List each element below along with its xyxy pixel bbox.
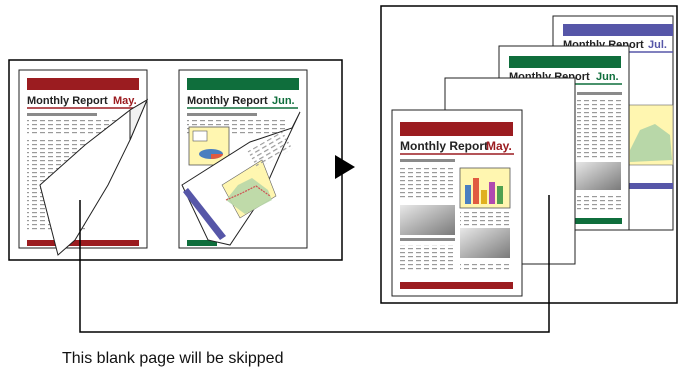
- folded-page-jul: [181, 111, 301, 246]
- photo-thumbnail: [460, 228, 510, 258]
- report-month: Jun.: [596, 71, 619, 83]
- report-title: Monthly Report: [400, 139, 488, 153]
- title-band: [509, 56, 621, 68]
- bar-chart-thumbnail: [459, 167, 511, 209]
- report-title: Monthly Report: [27, 95, 108, 107]
- callout-connector: [79, 195, 550, 333]
- title-band: [400, 122, 513, 136]
- title-band: [187, 78, 299, 90]
- report-month: May.: [486, 139, 512, 153]
- photo-thumbnail: [575, 162, 621, 190]
- report-month: Jun.: [272, 95, 295, 107]
- input-page-jun: Monthly Report Jun.: [178, 69, 308, 249]
- input-page-may: Monthly Report May.: [18, 69, 149, 256]
- title-band: [27, 78, 139, 90]
- report-title: Monthly Report: [187, 95, 268, 107]
- photo-thumbnail: [400, 205, 455, 235]
- report-month: May.: [113, 95, 137, 107]
- blank-page-caption: This blank page will be skipped: [62, 350, 284, 367]
- report-month: Jul.: [648, 39, 667, 51]
- title-band: [563, 24, 673, 36]
- blank-page-fold: [39, 98, 149, 256]
- output-document-area: Monthly Report Jul. Monthly Report Jun.: [380, 5, 678, 304]
- input-document-area: Monthly Report May. Monthly Report Jun.: [8, 59, 343, 261]
- output-page-may: Monthly Report May.: [391, 109, 523, 297]
- play-triangle-icon: [335, 155, 355, 179]
